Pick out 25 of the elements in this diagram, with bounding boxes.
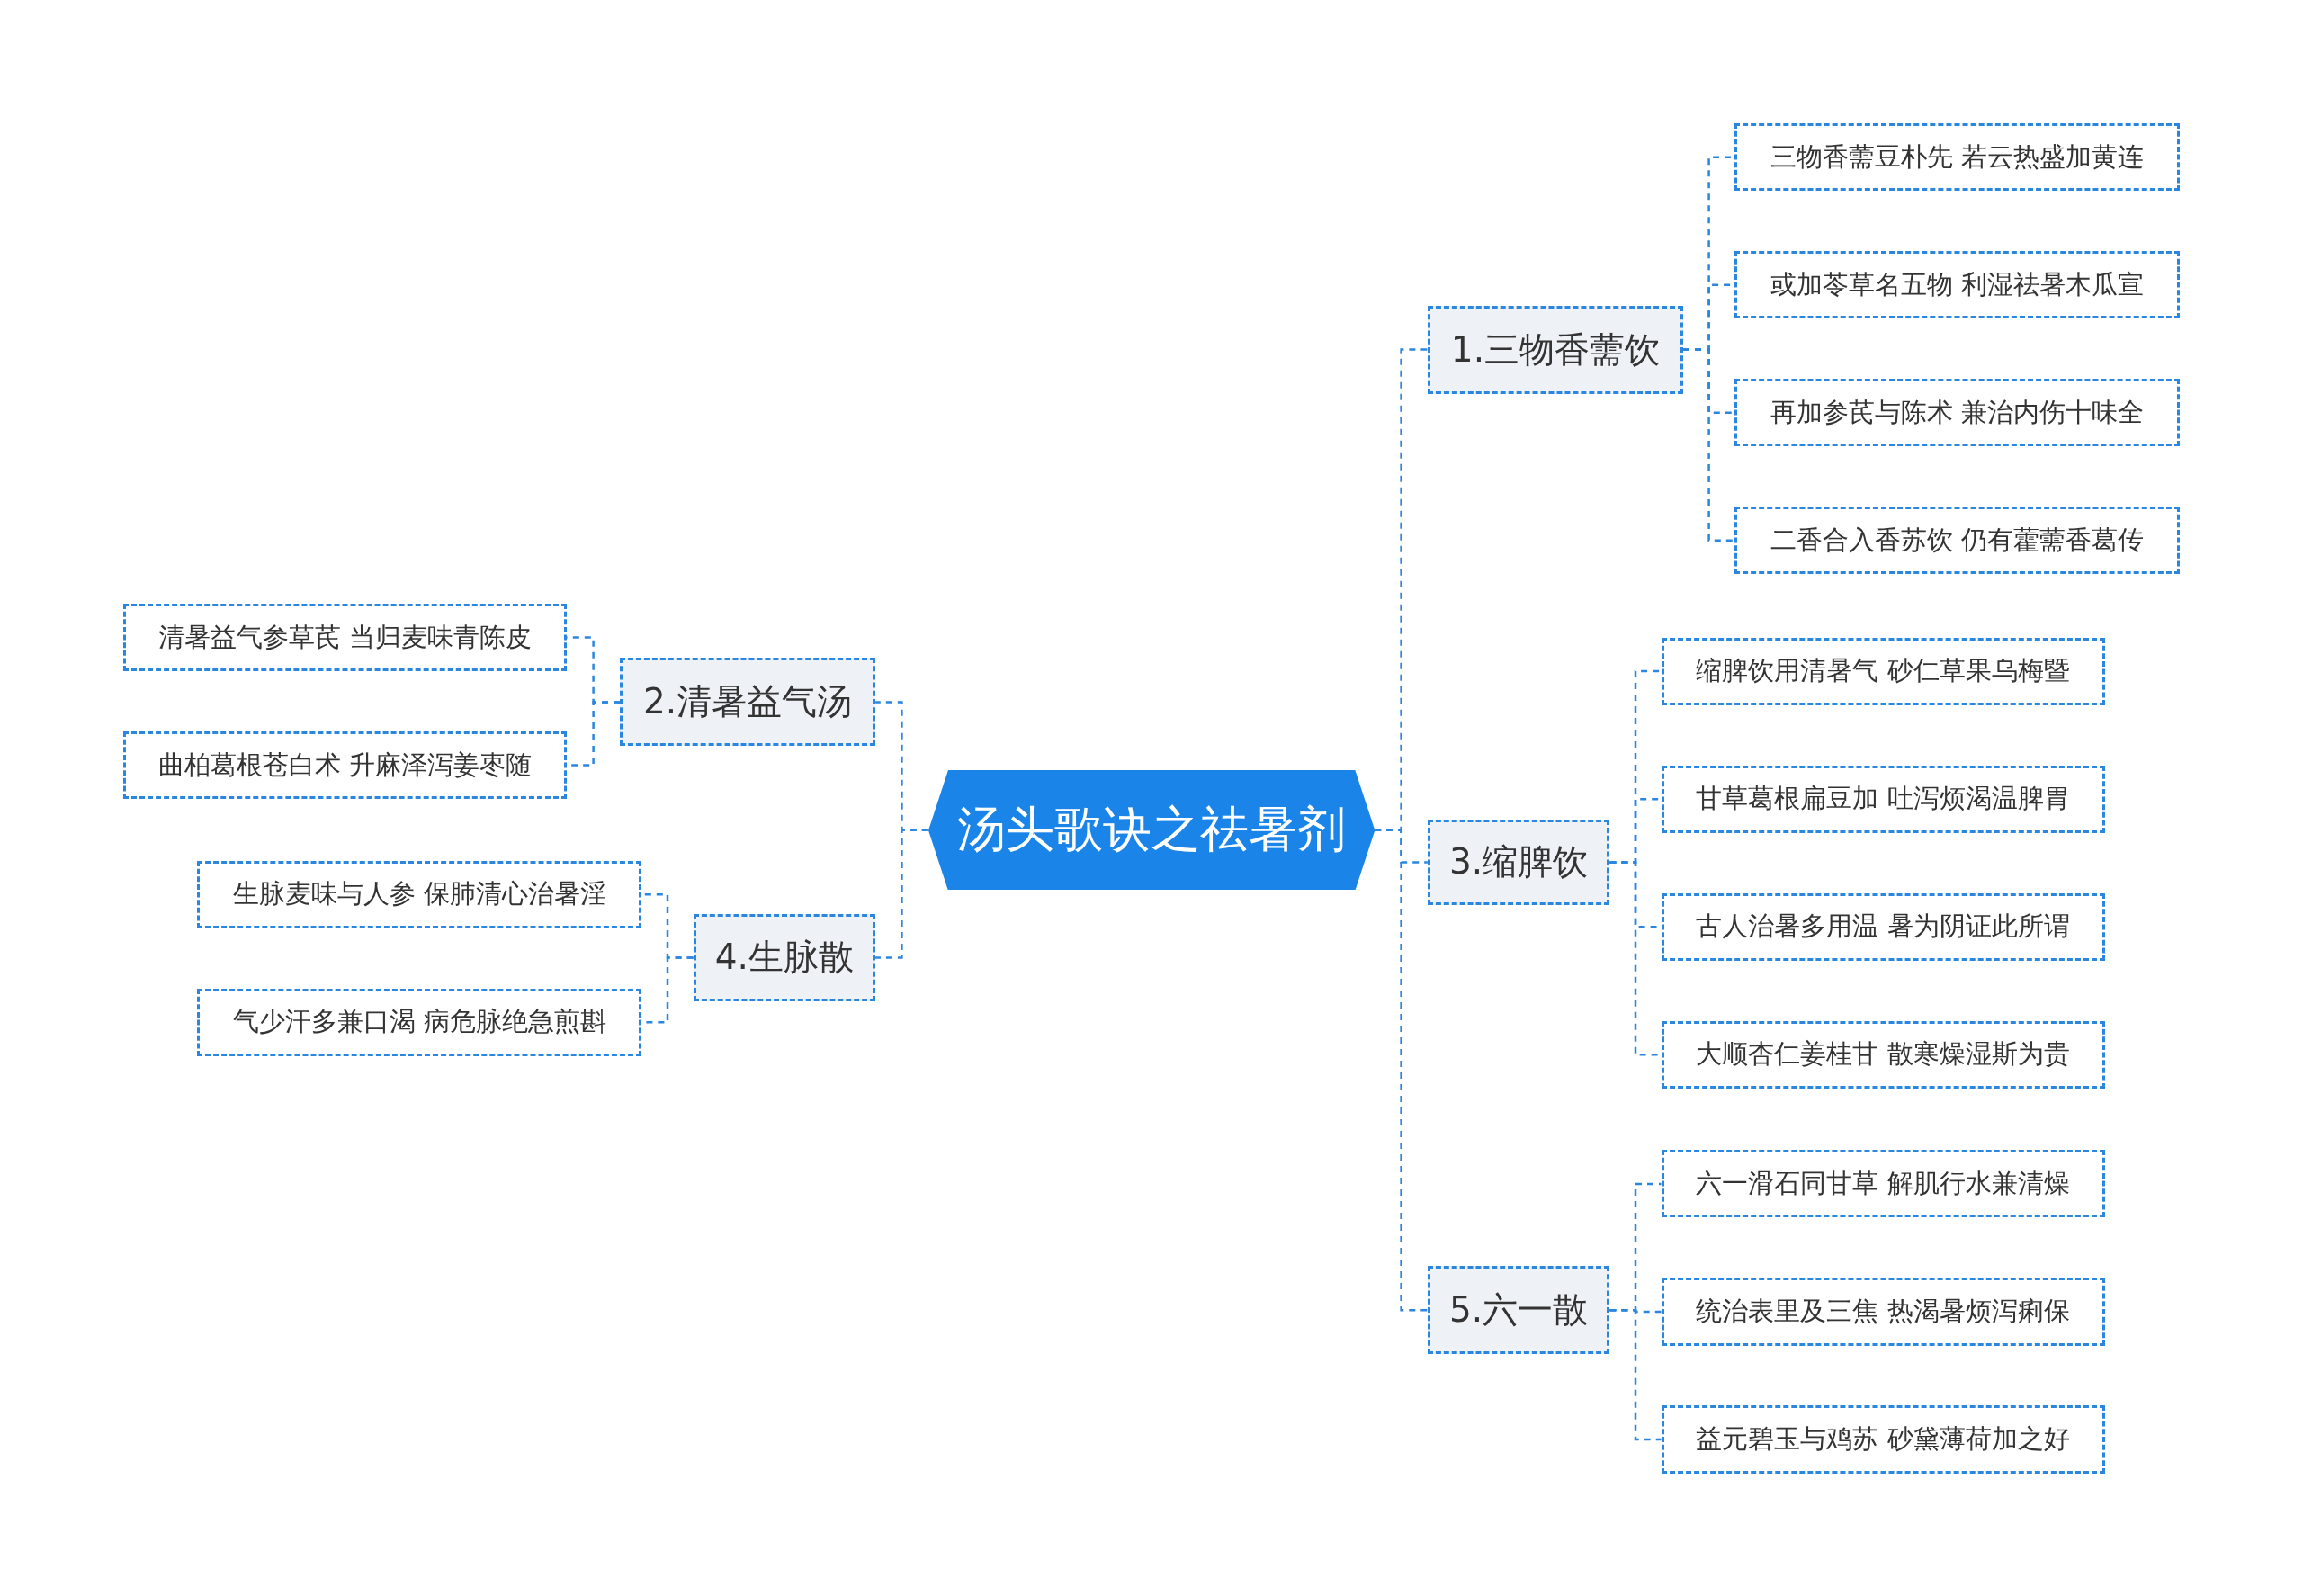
connector — [875, 829, 928, 959]
subtopic-box: 生脉麦味与人参 保肺清心治暑淫 — [196, 860, 642, 928]
subtopic-box: 古人治暑多用温 暑为阴证此所谓 — [1661, 892, 2105, 961]
subtopic-box: 六一滑石同甘草 解肌行水兼清燥 — [1661, 1150, 2105, 1218]
subtopic-box: 益元碧玉与鸡苏 砂黛薄荷加之好 — [1661, 1405, 2105, 1474]
subtopic-box: 三物香薷豆朴先 若云热盛加黄连 — [1734, 123, 2180, 192]
subtopic-box: 统治表里及三焦 热渴暑烦泻痢保 — [1661, 1278, 2105, 1346]
subtopic-box: 甘草葛根扁豆加 吐泻烦渴温脾胃 — [1661, 765, 2105, 833]
connector — [1683, 348, 1735, 542]
connector — [1609, 1309, 1662, 1441]
topic-box: 2.清暑益气汤 — [619, 658, 876, 747]
central-topic: 汤头歌诀之祛暑剂 — [927, 769, 1376, 891]
subtopic-box: 二香合入香苏饮 仍有藿薷香葛传 — [1734, 507, 2180, 575]
subtopic-box: 大顺杏仁姜桂甘 散寒燥湿斯为贵 — [1661, 1020, 2105, 1089]
subtopic-box: 或加苓草名五物 利湿祛暑木瓜宣 — [1734, 251, 2180, 319]
subtopic-box: 缩脾饮用清暑气 砂仁草果乌梅暨 — [1661, 637, 2105, 705]
subtopic-box: 气少汗多兼口渴 病危脉绝急煎斟 — [196, 988, 642, 1056]
topic-box: 1.三物香薷饮 — [1427, 305, 1683, 394]
topic-box: 3.缩脾饮 — [1427, 820, 1610, 905]
subtopic-box: 清暑益气参草芪 当归麦味青陈皮 — [123, 604, 568, 672]
topic-box: 4.生脉散 — [693, 913, 876, 1002]
subtopic-box: 再加参芪与陈术 兼治内伤十味全 — [1734, 379, 2180, 447]
connector — [1375, 829, 1428, 1312]
topic-box: 5.六一散 — [1427, 1266, 1610, 1355]
subtopic-box: 曲柏葛根苍白术 升麻泽泻姜枣随 — [123, 731, 568, 800]
